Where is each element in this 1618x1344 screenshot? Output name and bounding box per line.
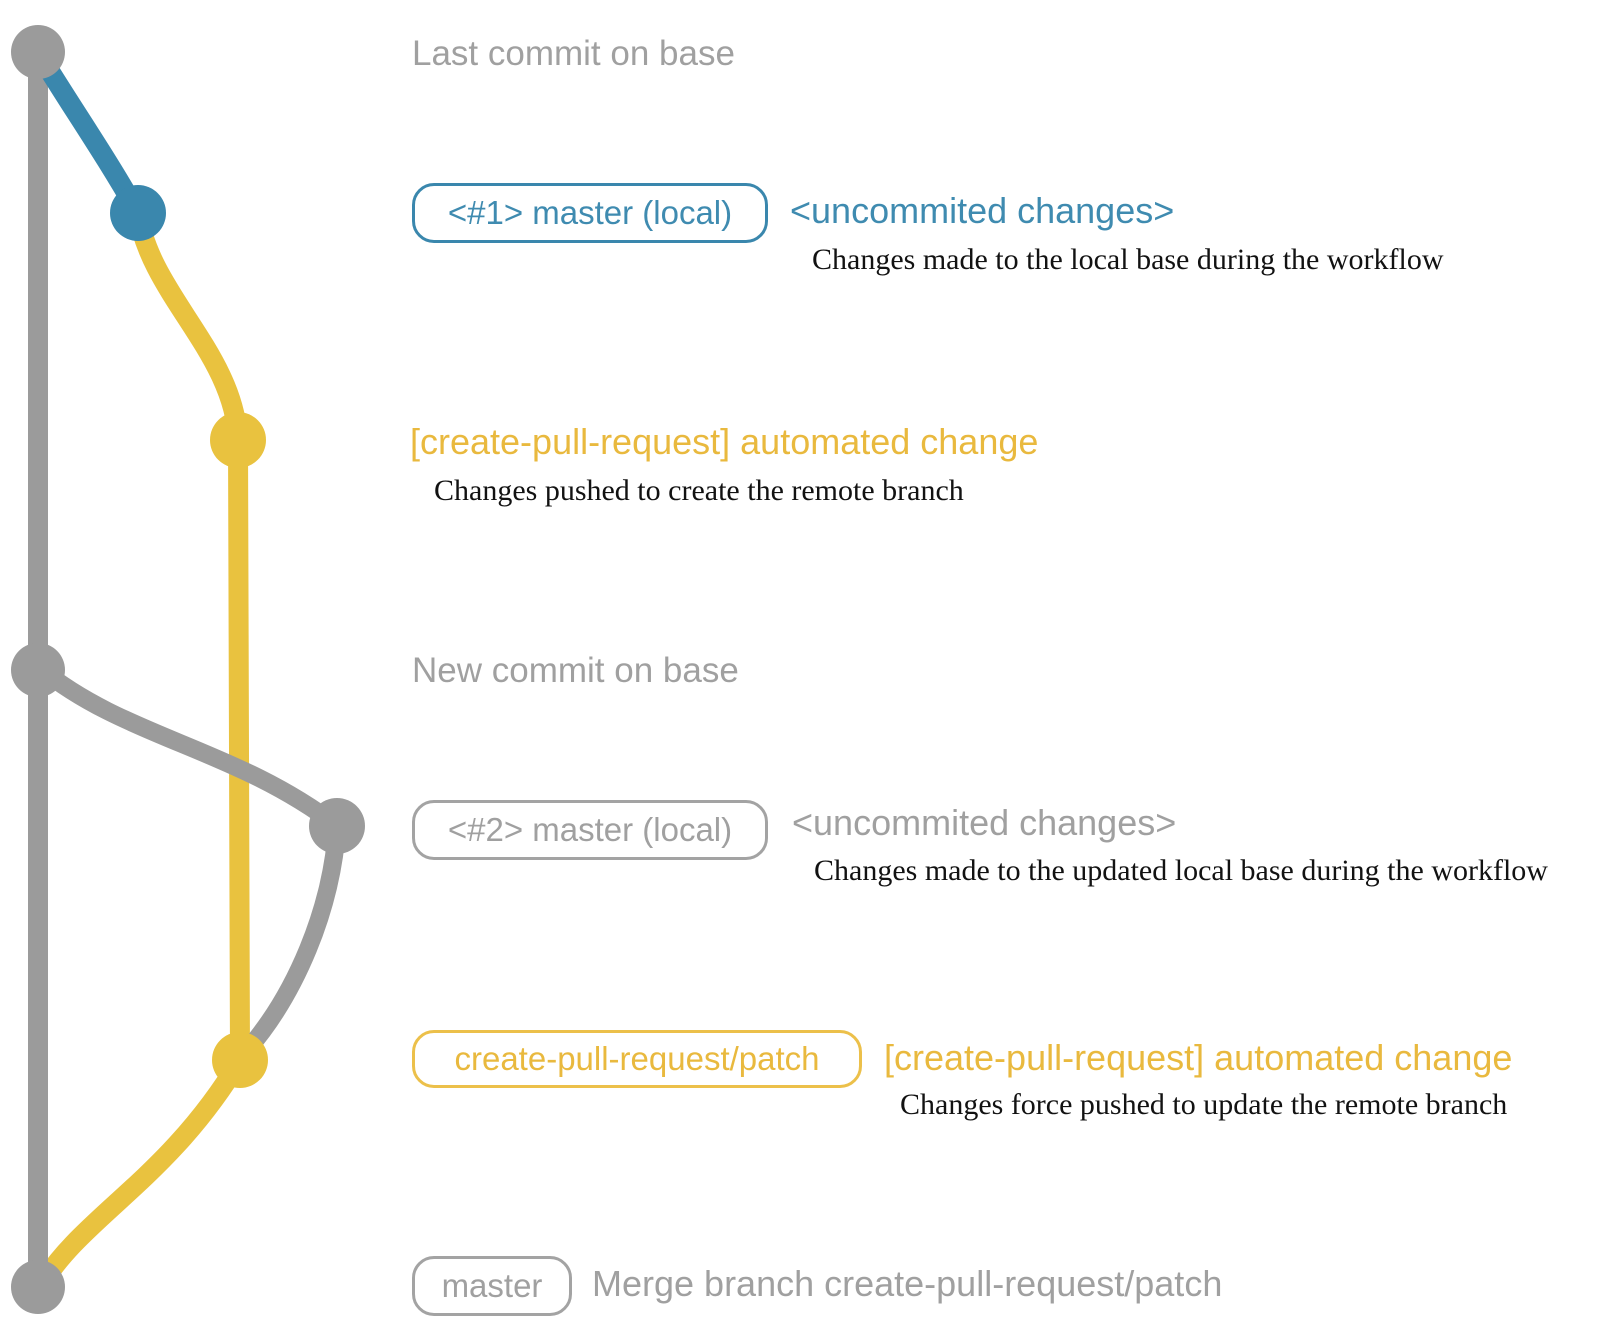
badge-master-local-2: <#2> master (local): [412, 800, 768, 860]
badge-master-local-1: <#1> master (local): [412, 183, 768, 243]
automated-change-1-label: [create-pull-request] automated change: [410, 421, 1039, 462]
badge-create-pull-request-patch: create-pull-request/patch: [412, 1030, 862, 1088]
last-commit-label: Last commit on base: [412, 34, 735, 73]
uncommited-changes-1-caption: Changes made to the local base during th…: [812, 243, 1444, 276]
uncommited-changes-2-label: <uncommited changes>: [792, 802, 1177, 843]
commit-dot-merge: [11, 1260, 65, 1314]
uncommited-changes-1-label: <uncommited changes>: [790, 190, 1175, 231]
commit-dot-local-1: [110, 185, 166, 241]
base-to-local2-edge: [31, 659, 346, 835]
commit-dot-local-2: [309, 798, 365, 854]
automated-change-1-caption: Changes pushed to create the remote bran…: [434, 474, 964, 507]
automated-change-2-caption: Changes force pushed to update the remot…: [900, 1088, 1508, 1121]
uncommited-changes-2-caption: Changes made to the updated local base d…: [814, 854, 1548, 887]
automated-change-2-label: [create-pull-request] automated change: [884, 1037, 1513, 1078]
commit-dot-base-last: [11, 25, 65, 79]
new-commit-label: New commit on base: [412, 651, 739, 690]
badge-master: master: [412, 1256, 572, 1316]
commit-dot-base-new: [11, 643, 65, 697]
commit-dot-patch-1: [210, 412, 266, 468]
merge-commit-label: Merge branch create-pull-request/patch: [592, 1263, 1223, 1304]
local2-to-patch-edge: [231, 817, 346, 1067]
commit-dot-patch-2: [212, 1032, 268, 1088]
base-to-local1-edge: [28, 42, 148, 223]
